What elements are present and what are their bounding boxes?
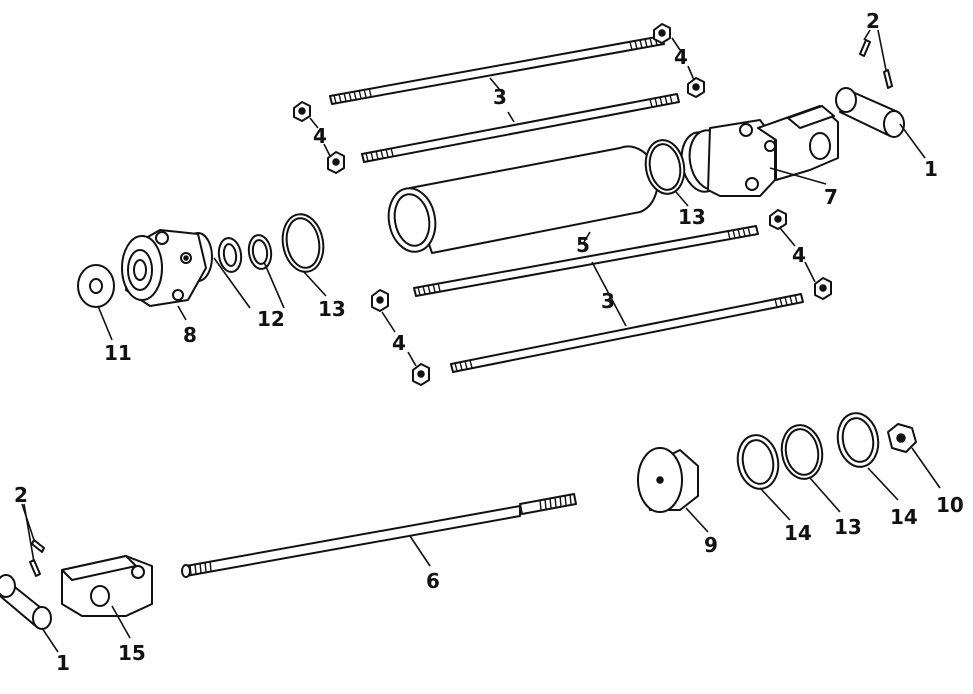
callout-1-lower: 1 — [56, 651, 70, 675]
callout-1-upper: 1 — [924, 157, 938, 181]
callout-3-lower: 3 — [601, 289, 615, 313]
callout-2-lower: 2 — [14, 483, 28, 507]
callout-labels: 1 1 2 2 3 3 4 4 4 4 5 6 7 8 9 10 11 12 1… — [14, 9, 964, 675]
callout-5: 5 — [576, 233, 590, 257]
rod-clevis — [61, 555, 153, 617]
piston-o-ring-13 — [780, 424, 824, 480]
nut-1 — [653, 23, 671, 44]
callout-12: 12 — [257, 307, 285, 331]
piston-ring-14-a — [736, 434, 780, 490]
clevis-pin-lower — [0, 574, 52, 630]
washer — [77, 264, 115, 308]
seal-12-a — [217, 237, 243, 273]
seal-12-b — [247, 234, 273, 270]
cotter-pin-upper-b — [883, 69, 893, 89]
callout-3-upper: 3 — [493, 85, 507, 109]
tie-rod-lower-1 — [413, 225, 759, 297]
nut-3 — [293, 101, 311, 122]
callout-15: 15 — [118, 641, 146, 665]
cylinder-barrel — [387, 145, 659, 254]
callout-13-piston: 13 — [834, 515, 862, 539]
piston-nut — [887, 423, 917, 453]
callout-11: 11 — [104, 341, 132, 365]
cotter-pin-upper-a — [859, 39, 871, 57]
callout-4-lower-right: 4 — [792, 243, 806, 267]
callout-9: 9 — [704, 533, 718, 557]
cotter-pin-lower-a — [31, 539, 45, 553]
callout-4-upper-right: 4 — [674, 45, 688, 69]
callout-7: 7 — [824, 185, 838, 209]
nut-4 — [327, 151, 345, 174]
head-end — [121, 229, 213, 307]
piston-rod — [181, 493, 577, 578]
nut-5 — [769, 209, 787, 230]
callout-13-head: 13 — [318, 297, 346, 321]
callout-4-lower-left: 4 — [392, 331, 406, 355]
o-ring-13-head — [281, 213, 325, 273]
nut-8 — [412, 363, 430, 386]
callout-8: 8 — [183, 323, 197, 347]
tie-rod-upper-2 — [361, 93, 680, 163]
piston — [637, 447, 699, 513]
leader-lines — [21, 29, 941, 653]
callout-14-a: 14 — [784, 521, 812, 545]
callout-14-b: 14 — [890, 505, 918, 529]
o-ring-13-cap — [644, 139, 686, 195]
callout-6: 6 — [426, 569, 440, 593]
cotter-pin-lower-b — [29, 559, 41, 577]
callout-10: 10 — [936, 493, 964, 517]
callout-4-upper-left: 4 — [313, 124, 327, 148]
piston-ring-14-b — [836, 412, 880, 468]
callout-2-upper: 2 — [866, 9, 880, 33]
tie-rod-upper-1 — [329, 35, 665, 105]
nut-2 — [687, 77, 705, 98]
callout-13-cap: 13 — [678, 205, 706, 229]
clevis-pin-upper — [835, 87, 905, 138]
nut-7 — [371, 289, 389, 312]
cap-end — [680, 105, 839, 197]
nut-6 — [814, 277, 832, 300]
tie-rod-lower-2 — [450, 293, 804, 373]
